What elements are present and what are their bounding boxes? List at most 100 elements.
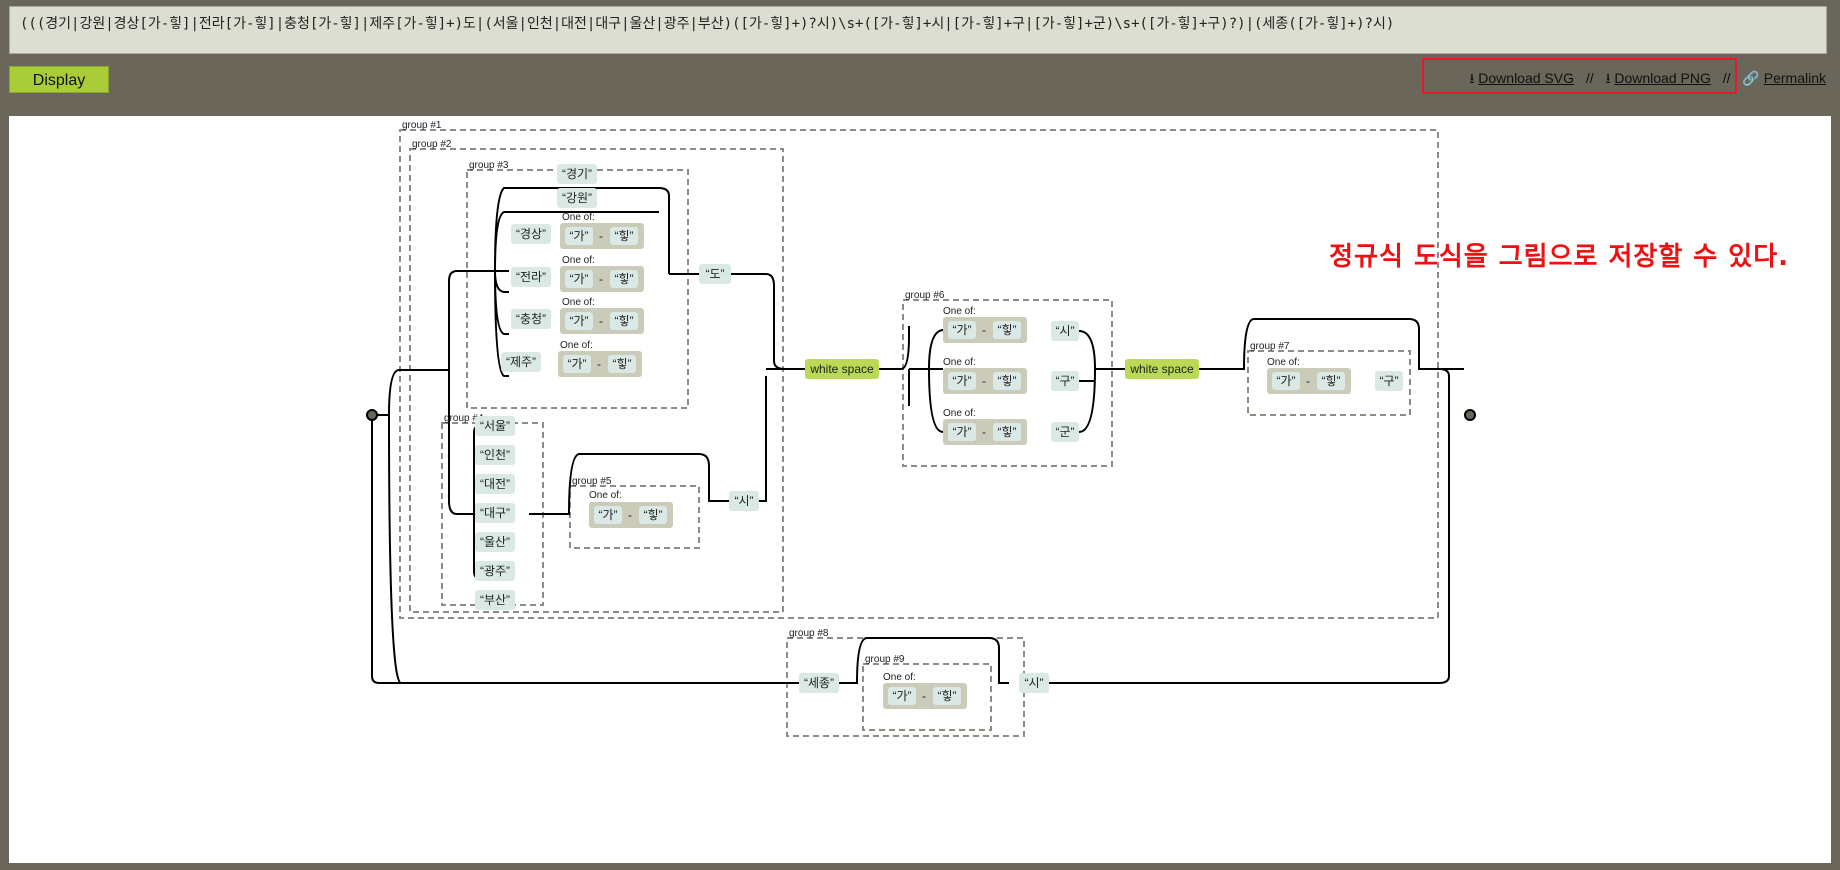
range-dash: - <box>982 323 986 337</box>
literal-gyeongsang: “경상” <box>516 227 546 241</box>
literal-do: “도” <box>705 267 724 281</box>
group-9-label: group #9 <box>865 654 905 665</box>
group3-classes: One of: “가” - “힣” One of: “가” - “힣” One … <box>558 212 644 377</box>
range-dash: - <box>599 229 603 243</box>
range-dash: - <box>982 374 986 388</box>
group-6-box <box>902 299 1113 467</box>
one-of-label: One of: <box>562 212 595 223</box>
permalink-link[interactable]: Permalink <box>1763 70 1826 86</box>
download-svg-link[interactable]: Download SVG <box>1478 70 1574 86</box>
class-range-start: “가” <box>952 323 971 337</box>
group-2-label: group #2 <box>412 139 452 150</box>
regex-input[interactable]: (((경기|강원|경상[가-힣]|전라[가-힣]|충청[가-힣]|제주[가-힣]… <box>9 6 1827 54</box>
literal-gun: “군” <box>1055 425 1074 439</box>
literal-seoul: “서울” <box>480 419 510 433</box>
separator: // <box>1722 70 1731 86</box>
class-range-end: “힣” <box>1321 374 1340 388</box>
literal-si: “시” <box>1055 324 1074 338</box>
literal-gyeonggi: “경기” <box>562 167 592 181</box>
class-range-end: “힣” <box>937 689 956 703</box>
literal-si: “시” <box>734 494 753 508</box>
class-range-start: “가” <box>569 272 588 286</box>
one-of-label: One of: <box>562 297 595 308</box>
link-icon: 🔗 <box>1742 70 1760 86</box>
group-8-label: group #8 <box>789 628 829 639</box>
group-5-label: group #5 <box>572 476 612 487</box>
group-1-box <box>399 129 1439 619</box>
one-of-label: One of: <box>883 672 916 683</box>
class-range-end: “힣” <box>614 314 633 328</box>
group-6-label: group #6 <box>905 290 945 301</box>
range-dash: - <box>628 508 632 522</box>
literal-chungcheong: “충청” <box>516 312 546 326</box>
one-of-label: One of: <box>589 490 622 501</box>
group-3-label: group #3 <box>469 160 509 171</box>
group-7-box <box>1247 350 1411 416</box>
class-range-start: “가” <box>567 357 586 371</box>
group4-path <box>473 376 767 579</box>
class-range-start: “가” <box>952 425 971 439</box>
range-dash: - <box>922 689 926 703</box>
literal-busan: “부산” <box>480 593 510 607</box>
one-of-label: One of: <box>943 306 976 317</box>
literal-incheon: “인천” <box>480 447 510 462</box>
download-png-link[interactable]: Download PNG <box>1614 70 1711 86</box>
class-range-end: “힣” <box>997 374 1016 388</box>
start-node <box>366 409 378 421</box>
whitespace-label: white space <box>809 362 874 376</box>
literal-gu: “구” <box>1379 374 1398 388</box>
one-of-label: One of: <box>560 340 593 351</box>
class-range-start: “가” <box>569 229 588 243</box>
download-icon: ⭳ <box>1469 70 1475 86</box>
literal-ulsan: “울산” <box>480 535 510 549</box>
range-dash: - <box>599 272 603 286</box>
whitespace-box <box>1125 359 1199 379</box>
literal-gu: “구” <box>1055 374 1074 388</box>
range-dash: - <box>597 357 601 371</box>
outer-split <box>448 270 495 515</box>
group6-branches <box>928 329 1096 433</box>
class-range-end: “힣” <box>614 272 633 286</box>
class-range-start: “가” <box>569 314 588 328</box>
class-range-end: “힣” <box>614 229 633 243</box>
group-4-label: group #4 <box>444 413 484 424</box>
group3-branches <box>494 187 670 377</box>
literal-daejeon: “대전” <box>480 477 510 491</box>
whitespace-label: white space <box>1129 362 1194 376</box>
class-range-end: “힣” <box>643 508 662 522</box>
literal-gangwon: “강원” <box>562 191 592 205</box>
group4-literals: “서울” “인천” “대전” “대구” “울산” “광주” “부산” <box>475 416 515 610</box>
class-range-start: “가” <box>598 508 617 522</box>
group-7-label: group #7 <box>1250 341 1290 352</box>
separator: // <box>1585 70 1594 86</box>
literal-daegu: “대구” <box>480 506 510 520</box>
one-of-label: One of: <box>562 255 595 266</box>
one-of-label: One of: <box>943 357 976 368</box>
annotation-note: 정규식 도식을 그림으로 저장할 수 있다. <box>1329 242 1789 272</box>
range-dash: - <box>599 314 603 328</box>
literal-si: “시” <box>1024 676 1043 690</box>
group6-classes: One of: “가” - “힣” “시” One of: “가” - “힣” … <box>943 306 1079 445</box>
range-dash: - <box>982 425 986 439</box>
toolbar-links: ⭳ Download SVG // ⭳ Download PNG // 🔗 Pe… <box>1469 68 1826 92</box>
literal-jeju: “제주” <box>506 355 536 369</box>
class-range-end: “힣” <box>997 425 1016 439</box>
class-range-start: “가” <box>892 689 911 703</box>
group-9-box <box>862 663 992 731</box>
download-icon: ⭳ <box>1605 70 1611 86</box>
group3-literals: “경기” “강원” “경상” “전라” “충청” “제주” <box>501 164 597 372</box>
whitespace-box <box>805 359 879 379</box>
class-range-start: “가” <box>952 374 971 388</box>
regex-diagram: group #1 group #2 group #3 group #4 grou… <box>366 120 1476 737</box>
group-1-label: group #1 <box>402 120 442 131</box>
class-range-end: “힣” <box>997 323 1016 337</box>
class-range-end: “힣” <box>612 357 631 371</box>
diagram-canvas: group #1 group #2 group #3 group #4 grou… <box>9 116 1831 863</box>
end-node <box>1464 409 1476 421</box>
group-2-box <box>409 148 784 613</box>
group-5-box <box>569 485 700 549</box>
do-line <box>669 273 805 370</box>
literal-jeolla: “전라” <box>516 270 546 284</box>
display-button[interactable]: Display <box>9 66 109 93</box>
range-dash: - <box>1306 374 1310 388</box>
